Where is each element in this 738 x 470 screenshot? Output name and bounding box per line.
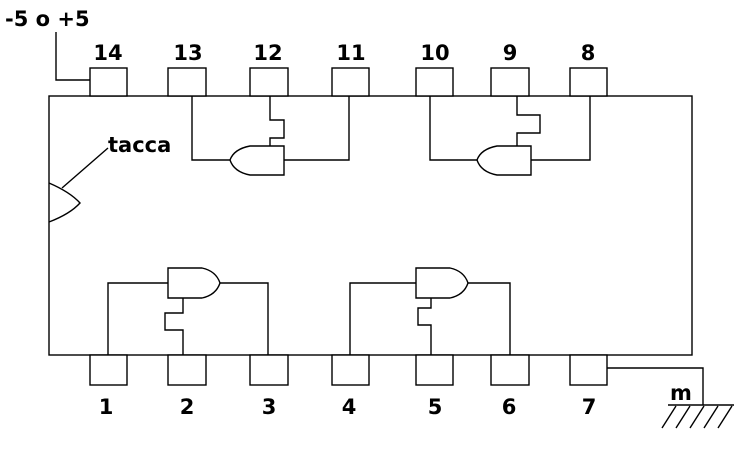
pin-label-2: 2 [180,395,195,419]
gate-c-input-wire-2 [164,298,184,355]
pin-label-10: 10 [420,41,449,65]
pin-6 [490,354,530,386]
pin-13 [167,67,207,97]
pin-label-13: 13 [173,41,202,65]
pin-5 [415,354,454,386]
pin-12 [249,67,289,97]
gate-a-output-wire [191,96,230,161]
gate-c-output-wire [220,282,269,355]
gate-d-output-wire [468,282,511,355]
pin-7 [569,354,608,386]
ground-hatch [661,405,733,429]
pin-8 [569,67,608,97]
gate-d [349,267,511,355]
gate-a [191,96,350,176]
pin-label-12: 12 [253,41,282,65]
pin-3 [249,354,289,386]
ground-wire [607,367,704,405]
pin-label-4: 4 [342,395,357,419]
pin-label-11: 11 [336,41,365,65]
chip-body [48,95,693,356]
gate-d-input-wire-1 [349,282,416,355]
pin-label-8: 8 [581,41,596,65]
pin-14 [89,67,128,97]
supply-label: -5 o +5 [5,7,90,31]
gate-b-input-wire-1 [531,96,591,161]
notch [48,182,81,223]
notch-label: tacca [108,133,171,157]
gate-c-input-wire-1 [107,282,168,355]
gate-a-symbol [229,145,285,176]
gate-b-symbol [476,145,532,176]
gate-c [107,267,269,355]
pin-10 [415,67,454,97]
gate-b [429,96,591,176]
pin-label-3: 3 [262,395,277,419]
pin-9 [490,67,530,97]
ground-label: m [670,381,692,405]
pin-2 [167,354,207,386]
gate-b-input-wire-2 [516,96,541,146]
pin-label-5: 5 [428,395,443,419]
gate-c-symbol [167,267,221,299]
supply-wire [55,32,90,81]
pin-label-14: 14 [93,41,122,65]
gate-d-symbol [415,267,469,299]
pin-11 [331,67,370,97]
pin-label-9: 9 [503,41,518,65]
pin-label-6: 6 [502,395,517,419]
pin-label-7: 7 [582,395,597,419]
gate-b-output-wire [429,96,477,161]
pin-4 [331,354,370,386]
gate-a-input-wire-1 [284,96,350,161]
notch-pointer [61,147,109,189]
pin-label-1: 1 [99,395,114,419]
pin-1 [89,354,128,386]
gate-d-input-wire-2 [417,298,432,355]
gate-a-input-wire-2 [269,96,285,146]
